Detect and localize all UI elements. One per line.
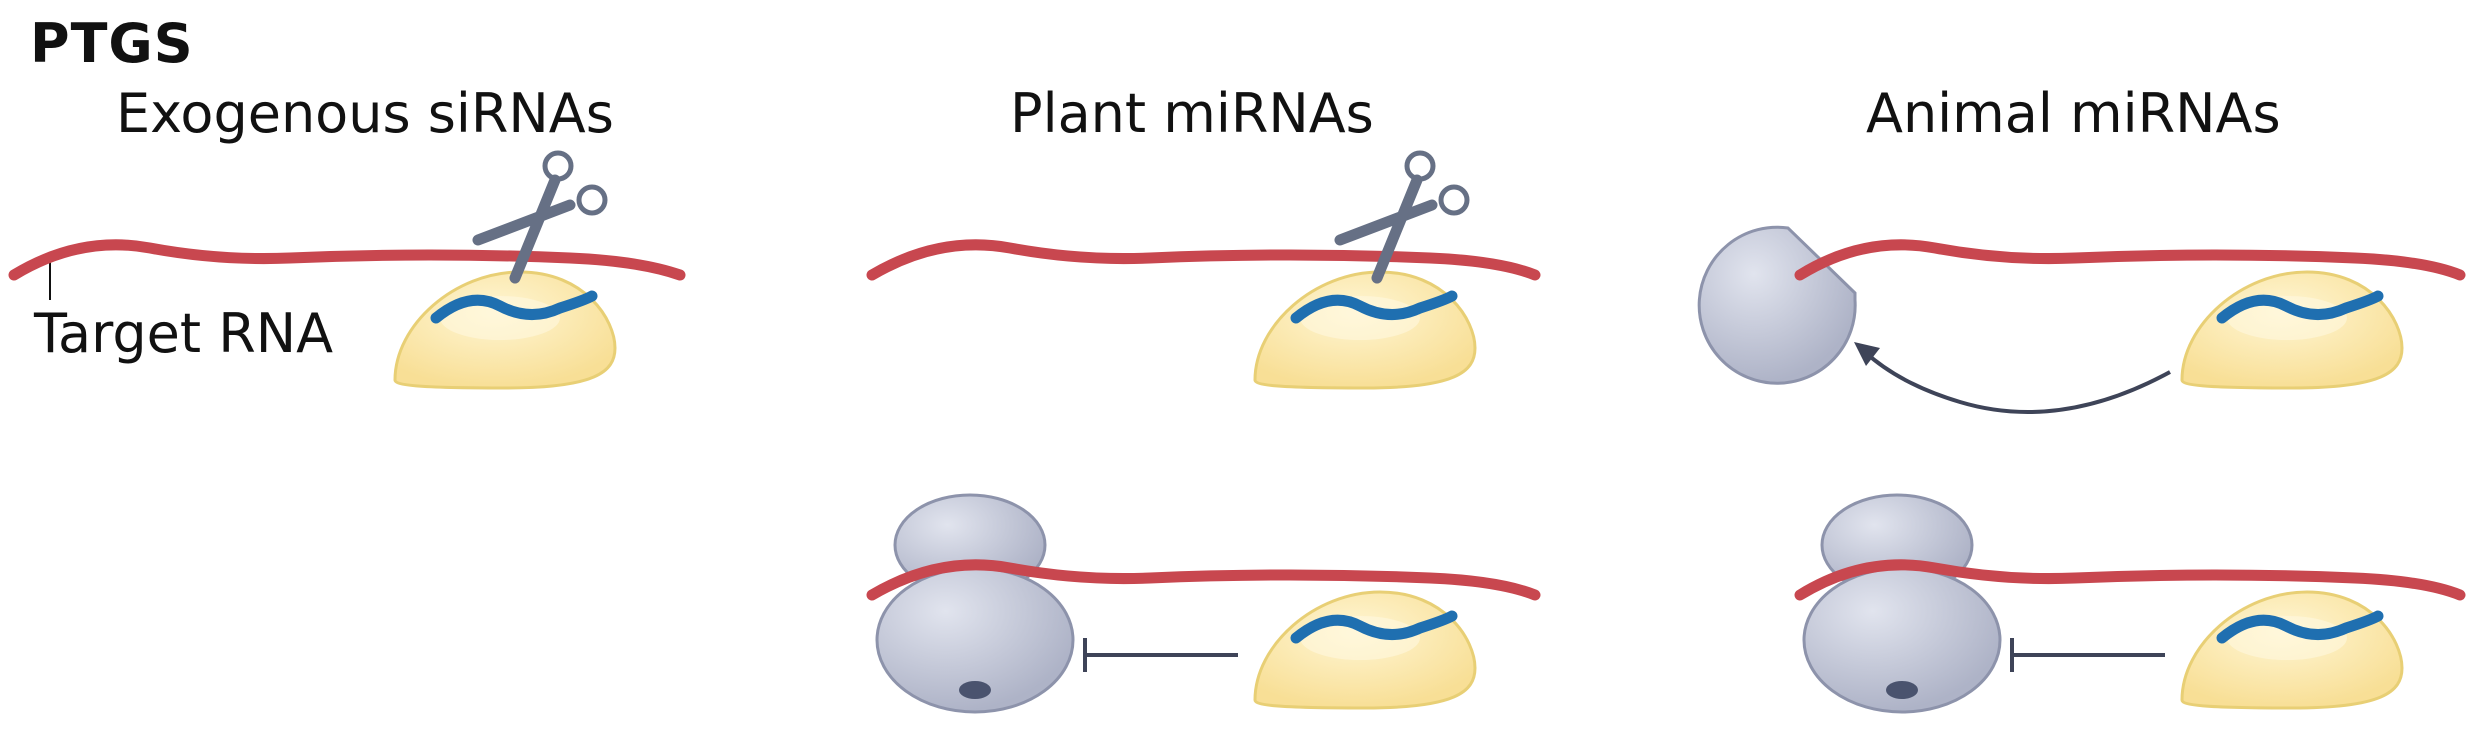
- risc-complex-col2-top: [1253, 270, 1477, 390]
- mirna-strand-col3-top: [2216, 290, 2384, 324]
- column-label-exogenous-sirnas: Exogenous siRNAs: [116, 82, 614, 145]
- target-rna-col3-top: [1794, 239, 2466, 281]
- column-label-plant-mirnas: Plant miRNAs: [1010, 82, 1374, 145]
- target-rna-col2-bottom: [866, 559, 1541, 601]
- scissors-icon: [472, 150, 608, 284]
- mirna-strand-col2-top: [1290, 290, 1458, 324]
- inhibition-bar-col3: [2010, 638, 2165, 672]
- ribosome-col2: [875, 493, 1075, 714]
- target-rna-col3-bottom: [1794, 559, 2466, 601]
- risc-complex-col3-top: [2180, 270, 2404, 390]
- mirna-strand-col3-bottom: [2216, 610, 2384, 644]
- mirna-strand-col2-bottom: [1290, 610, 1458, 644]
- risc-complex-col2-bottom: [1253, 590, 1477, 710]
- page-title: PTGS: [30, 12, 194, 75]
- column-label-animal-mirnas: Animal miRNAs: [1866, 82, 2281, 145]
- inhibition-bar-col2: [1083, 638, 1238, 672]
- target-rna-col1: [8, 239, 686, 281]
- scissors-icon: [1334, 150, 1470, 284]
- risc-complex-col3-bottom: [2180, 590, 2404, 710]
- exonuclease-pacman: [1697, 225, 1857, 385]
- target-rna-label: Target RNA: [34, 302, 334, 365]
- target-rna-col2-top: [866, 239, 1541, 281]
- risc-complex-col1: [393, 270, 617, 390]
- decay-arrow: [1854, 342, 2171, 414]
- sirna-strand-col1: [430, 290, 598, 324]
- ribosome-col3: [1802, 493, 2002, 714]
